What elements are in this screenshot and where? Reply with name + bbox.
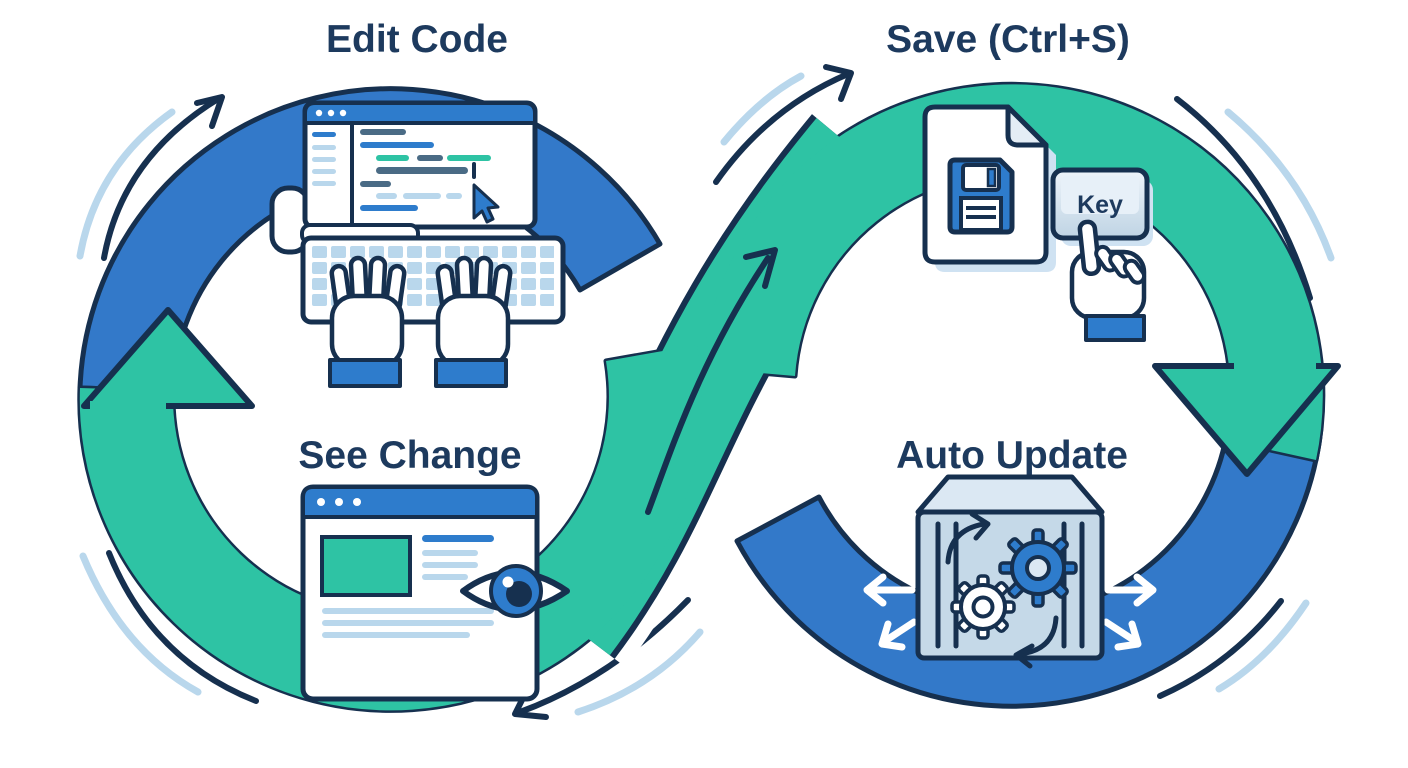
browser-text-lines: [322, 535, 494, 638]
sync-arrows-icon: [945, 511, 1059, 669]
gear-blue-icon: [998, 528, 1078, 608]
container-icon: [915, 474, 1105, 669]
text-cursor: [472, 162, 476, 179]
step-label-edit-code: Edit Code: [326, 18, 508, 61]
speed-line-top-left: [76, 94, 225, 261]
hand-cuff: [1084, 314, 1146, 342]
editor-title-bar: [303, 101, 537, 125]
speed-line-top-right: [1174, 96, 1335, 301]
window-dots-icon: [315, 109, 347, 117]
band-flow-arrow: [645, 247, 778, 515]
right-loop-teal-merge: [702, 84, 1323, 460]
loop-arrowhead-up: [81, 307, 255, 411]
right-cuff: [434, 358, 508, 388]
left-cuff: [328, 358, 402, 388]
flow-arrowhead-to-save: [823, 64, 854, 102]
floppy-shutter-slot: [986, 167, 997, 188]
loop-arrowhead-down: [1152, 361, 1341, 477]
mouse-cursor-icon: [472, 183, 500, 224]
typing-hands-icon: [328, 255, 513, 388]
speed-line-bottom-right: [1157, 598, 1310, 699]
document-icon: [922, 104, 1056, 272]
editor-sidebar-lines: [312, 132, 336, 186]
eye-icon: [460, 564, 570, 618]
key-cap: Key: [1050, 167, 1153, 246]
eye-glint: [502, 576, 514, 588]
hero-image-placeholder: [320, 535, 412, 597]
floppy-disk-icon: [947, 157, 1015, 235]
browser-title-bar: [301, 485, 539, 519]
step-label-auto-update: Auto Update: [896, 434, 1128, 477]
page-fold: [1005, 104, 1049, 148]
browser-icon: [300, 484, 540, 702]
index-finger: [1077, 219, 1102, 277]
key-cap-label: Key: [1077, 191, 1123, 219]
editor-code-lines: [360, 129, 491, 211]
floppy-label: [959, 196, 1003, 232]
left-loop-teal-merge: [79, 345, 702, 711]
key-cap-top-face: [1061, 176, 1139, 214]
container-lid: [915, 474, 1105, 515]
step-label-see-change: See Change: [298, 434, 521, 477]
speed-line-top-center: [713, 64, 854, 185]
flow-arrowhead-top-left: [194, 94, 225, 129]
step-label-save: Save (Ctrl+S): [886, 18, 1130, 61]
pressing-hand-icon: [1069, 219, 1147, 342]
window-dots-icon: [317, 498, 361, 506]
speed-line-bottom-left: [79, 550, 259, 704]
update-arrows: [863, 526, 1157, 651]
eye-pupil: [506, 581, 532, 607]
gear-white-icon: [950, 574, 1016, 640]
code-editor-icon: [269, 100, 538, 255]
